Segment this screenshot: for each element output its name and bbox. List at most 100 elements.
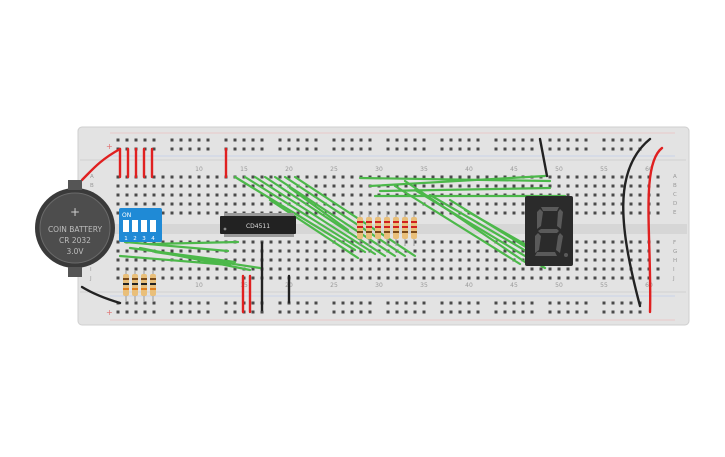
wire-green[interactable] [393,184,522,266]
breadboard-hole[interactable] [440,138,444,142]
breadboard-hole[interactable] [503,138,507,142]
breadboard-hole[interactable] [449,240,453,244]
breadboard-hole[interactable] [476,211,480,215]
breadboard-hole[interactable] [656,240,660,244]
breadboard-hole[interactable] [575,184,579,188]
breadboard-hole[interactable] [512,301,516,305]
breadboard-hole[interactable] [287,258,291,262]
breadboard-hole[interactable] [467,202,471,206]
breadboard-hole[interactable] [404,276,408,280]
breadboard-hole[interactable] [458,184,462,188]
breadboard-hole[interactable] [296,175,300,179]
breadboard-hole[interactable] [467,276,471,280]
dip-switch[interactable]: ON 1 2 3 4 [119,208,162,242]
breadboard-hole[interactable] [350,175,354,179]
breadboard-hole[interactable] [485,267,489,271]
breadboard-hole[interactable] [188,193,192,197]
breadboard-hole[interactable] [602,138,606,142]
breadboard-hole[interactable] [449,276,453,280]
breadboard-hole[interactable] [242,240,246,244]
breadboard-hole[interactable] [467,147,471,151]
breadboard-hole[interactable] [440,175,444,179]
breadboard-hole[interactable] [629,175,633,179]
breadboard-hole[interactable] [368,301,372,305]
breadboard-hole[interactable] [611,267,615,271]
breadboard-hole[interactable] [368,193,372,197]
breadboard-hole[interactable] [566,147,570,151]
resistor[interactable] [384,212,390,246]
breadboard-hole[interactable] [476,138,480,142]
breadboard-hole[interactable] [575,276,579,280]
breadboard-hole[interactable] [251,267,255,271]
breadboard-hole[interactable] [629,258,633,262]
breadboard-hole[interactable] [278,258,282,262]
breadboard-hole[interactable] [296,138,300,142]
resistor[interactable] [150,270,156,302]
breadboard-hole[interactable] [368,138,372,142]
breadboard-hole[interactable] [305,301,309,305]
breadboard-hole[interactable] [611,193,615,197]
breadboard-hole[interactable] [350,147,354,151]
breadboard-hole[interactable] [449,147,453,151]
breadboard-hole[interactable] [341,202,345,206]
breadboard-hole[interactable] [584,276,588,280]
breadboard-hole[interactable] [494,202,498,206]
breadboard-hole[interactable] [188,267,192,271]
breadboard-hole[interactable] [602,310,606,314]
breadboard-hole[interactable] [206,175,210,179]
breadboard-hole[interactable] [503,267,507,271]
breadboard-hole[interactable] [404,147,408,151]
breadboard-hole[interactable] [530,184,534,188]
breadboard-hole[interactable] [548,147,552,151]
breadboard-hole[interactable] [251,193,255,197]
breadboard-hole[interactable] [386,276,390,280]
breadboard-hole[interactable] [152,138,156,142]
breadboard-hole[interactable] [224,202,228,206]
breadboard-hole[interactable] [386,211,390,215]
breadboard-hole[interactable] [134,258,138,262]
breadboard-hole[interactable] [521,138,525,142]
breadboard-hole[interactable] [548,310,552,314]
resistor[interactable] [357,212,363,246]
breadboard-hole[interactable] [575,258,579,262]
breadboard-hole[interactable] [332,258,336,262]
breadboard-hole[interactable] [584,240,588,244]
breadboard-hole[interactable] [125,202,129,206]
breadboard-hole[interactable] [620,211,624,215]
wire-green[interactable] [253,175,377,256]
breadboard-hole[interactable] [458,138,462,142]
breadboard-hole[interactable] [170,267,174,271]
breadboard-hole[interactable] [170,301,174,305]
breadboard-hole[interactable] [242,202,246,206]
breadboard-hole[interactable] [368,267,372,271]
breadboard-hole[interactable] [476,184,480,188]
breadboard-hole[interactable] [197,175,201,179]
breadboard-hole[interactable] [476,202,480,206]
breadboard-hole[interactable] [224,138,228,142]
wire-green[interactable] [288,186,350,232]
breadboard-hole[interactable] [512,147,516,151]
breadboard-hole[interactable] [638,138,642,142]
breadboard-hole[interactable] [359,240,363,244]
breadboard-hole[interactable] [449,184,453,188]
breadboard-hole[interactable] [557,267,561,271]
breadboard-hole[interactable] [485,184,489,188]
breadboard-hole[interactable] [350,240,354,244]
breadboard-hole[interactable] [305,211,309,215]
breadboard-hole[interactable] [629,193,633,197]
breadboard-hole[interactable] [170,310,174,314]
breadboard-hole[interactable] [386,138,390,142]
breadboard-hole[interactable] [593,193,597,197]
breadboard-hole[interactable] [170,276,174,280]
breadboard-hole[interactable] [233,184,237,188]
breadboard-hole[interactable] [512,138,516,142]
breadboard-hole[interactable] [503,258,507,262]
breadboard-hole[interactable] [629,138,633,142]
breadboard-hole[interactable] [242,147,246,151]
breadboard-hole[interactable] [512,184,516,188]
breadboard-hole[interactable] [485,175,489,179]
breadboard-hole[interactable] [305,240,309,244]
breadboard-hole[interactable] [404,310,408,314]
breadboard-hole[interactable] [656,276,660,280]
breadboard-hole[interactable] [395,138,399,142]
